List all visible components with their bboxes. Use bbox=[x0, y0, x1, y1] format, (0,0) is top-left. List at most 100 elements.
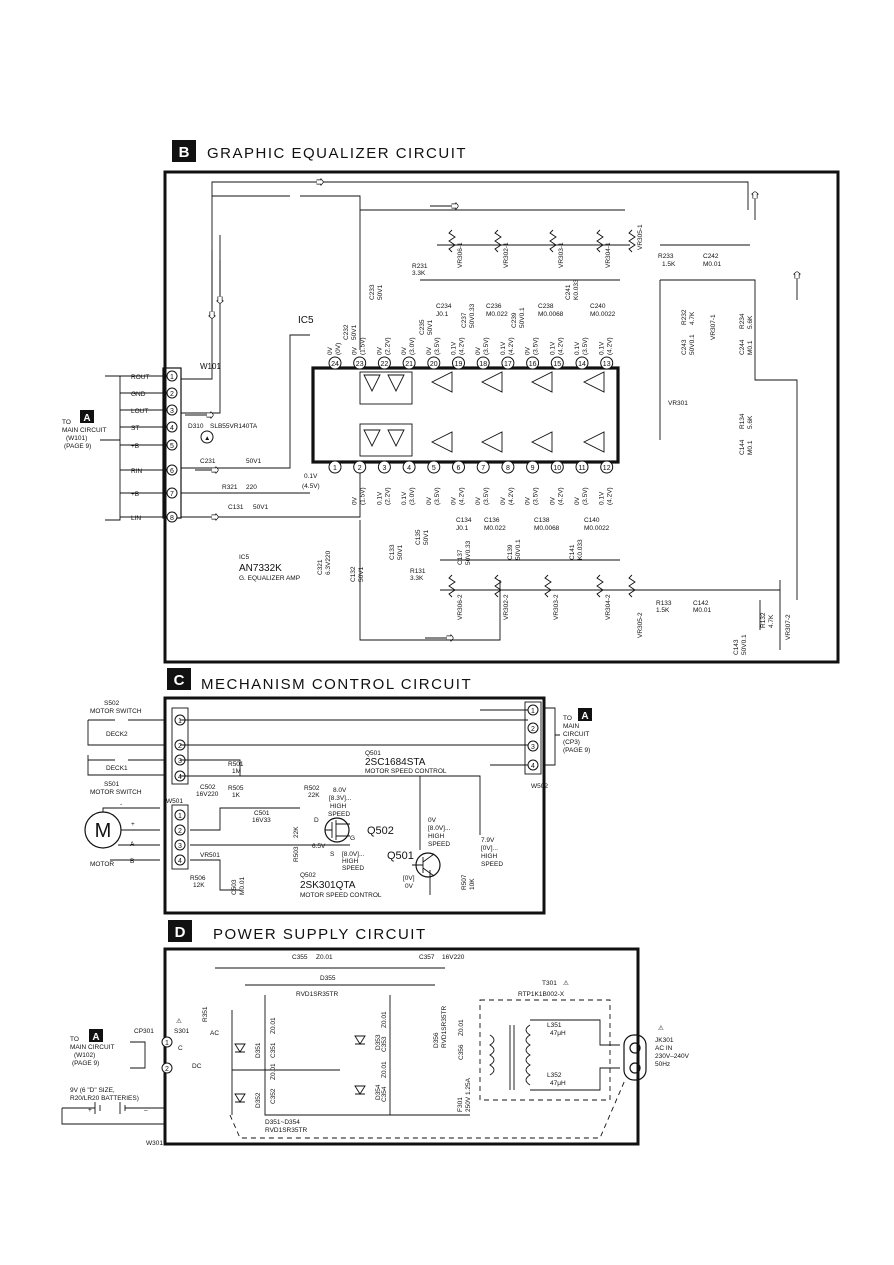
q501-vc4: SPEED bbox=[481, 861, 503, 868]
buffer-box-bottom bbox=[359, 423, 413, 457]
vr307-1: VR307-1 bbox=[710, 314, 717, 340]
ic5-top-pin-number: 16 bbox=[529, 361, 537, 368]
top-vr-label: VR303-1 bbox=[558, 242, 565, 268]
r501-value: 1M bbox=[232, 768, 241, 775]
ic5-top-voltage: 0V(3.5V) bbox=[426, 337, 441, 355]
ic5-top-pin-number: 21 bbox=[405, 361, 413, 368]
left-pin-name: RIN bbox=[131, 468, 143, 475]
buffer-box-top bbox=[359, 371, 413, 405]
bottom-vr-label: VR303-2 bbox=[553, 594, 560, 620]
left-pin-number: 4 bbox=[170, 425, 174, 432]
top-cap-name: C240 bbox=[590, 303, 606, 310]
ic5-top-voltage-bracket: (0V) bbox=[335, 343, 342, 355]
svg-text:W101: W101 bbox=[200, 362, 221, 371]
c-motor-pin-circle bbox=[174, 854, 186, 866]
left-pin-number: 5 bbox=[170, 443, 174, 450]
cp301-pin-circle bbox=[161, 1036, 173, 1048]
svg-text:R507: R507 bbox=[461, 874, 468, 890]
motor: M MOTOR - + A B bbox=[84, 801, 160, 868]
bottom-cap-name: C140 bbox=[584, 517, 600, 524]
ic5-top-voltage-value: 0.1V bbox=[451, 341, 458, 355]
c-left-pin-number: 1 bbox=[178, 718, 182, 725]
ic5-top-voltage-value: 0V bbox=[525, 346, 532, 355]
ic5-bottom-pin-number: 9 bbox=[531, 465, 535, 472]
ic5-bottom-pin-circle bbox=[550, 460, 564, 474]
c231-label: C231 bbox=[200, 458, 216, 465]
svg-text:MAIN CIRCUIT: MAIN CIRCUIT bbox=[62, 427, 106, 434]
ic5-top-voltage-bracket: (4.2V) bbox=[607, 337, 614, 355]
d310-led: ▲ D310 SLB55VR140TA bbox=[188, 423, 258, 444]
svg-text:Z0.01: Z0.01 bbox=[381, 1061, 388, 1078]
ic5-bottom-voltage-value: 0V bbox=[475, 496, 482, 505]
ic5-bottom-voltage: 0.1V(2.2V) bbox=[376, 487, 391, 505]
c-right-connector-body bbox=[524, 701, 542, 775]
svg-text:D: D bbox=[175, 924, 186, 941]
top-cap-name: C241 bbox=[565, 284, 572, 300]
r321-value: 220 bbox=[246, 484, 257, 491]
svg-text:+: + bbox=[131, 821, 135, 828]
svg-text:Z0.01: Z0.01 bbox=[270, 1017, 277, 1034]
c503-group: C503 M0.01 bbox=[231, 877, 246, 895]
to-main-circuit-b: TO MAIN CIRCUIT (W101) (PAGE 9) A bbox=[62, 375, 121, 521]
svg-text:C143: C143 bbox=[733, 639, 740, 655]
cp301-pin-number: 2 bbox=[165, 1066, 169, 1073]
svg-text:(W101): (W101) bbox=[66, 435, 87, 442]
bottom-cap-name: C141 bbox=[569, 544, 576, 560]
left-pin-number: 3 bbox=[170, 408, 174, 415]
buffer-amp bbox=[363, 429, 381, 448]
ic5-bottom-voltage-bracket: (1.5V) bbox=[360, 487, 367, 505]
c321-group: C321 6.3V220 bbox=[317, 550, 332, 575]
svg-text:C244: C244 bbox=[739, 339, 746, 355]
ic5-top-pin-circle bbox=[526, 356, 540, 370]
ic5-top-pin-circle bbox=[575, 356, 589, 370]
q501-vc: 7.9V bbox=[481, 837, 495, 844]
ic5-bottom-voltage-bracket: (4.2V) bbox=[459, 487, 466, 505]
q502-vd4: SPEED bbox=[328, 811, 350, 818]
section-c-title: MECHANISM CONTROL CIRCUIT bbox=[201, 676, 472, 693]
ic5-bottom-pin-number: 5 bbox=[432, 465, 436, 472]
ic5-top-voltage: 0V(3.5V) bbox=[475, 337, 490, 355]
svg-text:A: A bbox=[130, 841, 135, 848]
q501-ve: [0V] bbox=[403, 875, 415, 882]
svg-text:4.7K: 4.7K bbox=[689, 311, 696, 325]
c354-group: C354 Z0.01 bbox=[381, 1061, 388, 1102]
buffer-amp bbox=[387, 429, 405, 448]
c231-value: 50V1 bbox=[246, 458, 262, 465]
top-cap-value: 50V1 bbox=[377, 284, 384, 300]
svg-text:VR307-1: VR307-1 bbox=[710, 314, 717, 340]
q502-fet: D G S Q502 bbox=[314, 817, 394, 858]
r505-value: 1K bbox=[232, 792, 241, 799]
c-right-pin-number: 1 bbox=[531, 708, 535, 715]
left-pin-name: LIN bbox=[131, 515, 141, 522]
r132-group: R132 4.7K bbox=[760, 612, 775, 628]
diode-label: D352 bbox=[255, 1092, 262, 1108]
c355-value: Z0.01 bbox=[316, 954, 333, 961]
svg-text:MOTOR: MOTOR bbox=[90, 861, 114, 868]
svg-text:⚠: ⚠ bbox=[658, 1024, 664, 1032]
svg-text:C353: C353 bbox=[381, 1036, 388, 1052]
r231-label: R231 bbox=[412, 263, 428, 270]
svg-text:250V 1.25A: 250V 1.25A bbox=[465, 1077, 472, 1112]
svg-text:AC IN: AC IN bbox=[655, 1045, 673, 1052]
ic5-bottom-voltage: 0.1V(3.0V) bbox=[401, 487, 416, 505]
eq-amp-top bbox=[480, 371, 503, 393]
bottom-vr-name: VR305-2 bbox=[637, 612, 644, 638]
svg-text:22K: 22K bbox=[293, 826, 300, 838]
section-b-frame bbox=[163, 170, 840, 664]
switch-dc: DC bbox=[192, 1063, 202, 1070]
bottom-cap-name: C139 bbox=[507, 544, 514, 560]
svg-text:(PAGE 9): (PAGE 9) bbox=[72, 1060, 99, 1067]
top-vr-label: VR302-1 bbox=[503, 242, 510, 268]
ic5-top-voltage: 0V(3.0V) bbox=[401, 337, 416, 355]
ic5-top-pin-circle bbox=[452, 356, 465, 370]
svg-text:B: B bbox=[179, 144, 190, 161]
diodes-part: RVD1SR35TR bbox=[265, 1127, 307, 1134]
top-cap-name: C238 bbox=[538, 303, 554, 310]
r131-label: R131 bbox=[410, 568, 426, 575]
ic5-top-voltage-bracket: (3.0V) bbox=[409, 337, 416, 355]
top-vr-name: VR306-1 bbox=[457, 242, 464, 268]
